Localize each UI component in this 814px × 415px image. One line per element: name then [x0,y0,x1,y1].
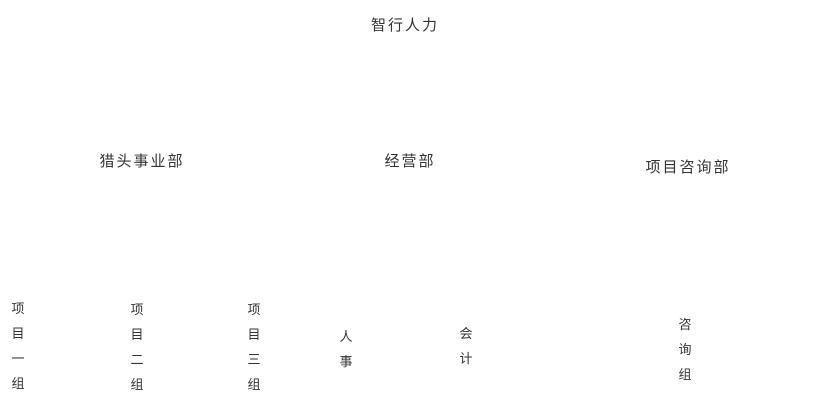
team-node-consulting-group[interactable]: 咨询组 [678,317,692,382]
dept-node-headhunting[interactable]: 猎头事业部 [99,153,185,170]
org-root-node[interactable]: 智行人力 [370,17,440,34]
team-node-project-group-1[interactable]: 项目一组 [11,301,25,391]
team-node-project-group-2[interactable]: 项目二组 [130,302,144,392]
dept-node-project-consulting[interactable]: 项目咨询部 [645,159,731,176]
team-node-accounting[interactable]: 会计 [459,326,473,366]
dept-node-operations[interactable]: 经营部 [384,153,436,170]
team-node-project-group-3[interactable]: 项目三组 [247,302,261,392]
team-node-hr[interactable]: 人事 [339,329,353,369]
